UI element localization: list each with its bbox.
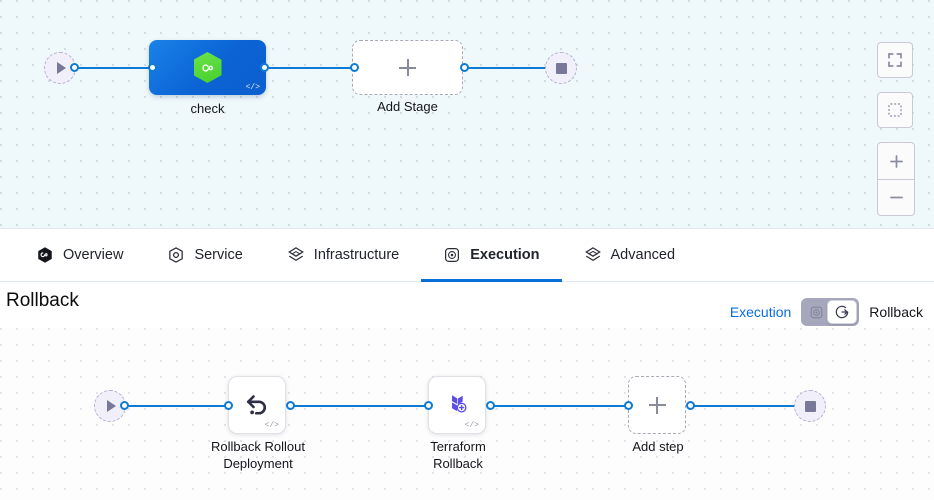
play-icon [107,400,116,412]
code-badge: </> [464,421,479,430]
tab-label: Overview [63,247,124,263]
play-icon [57,62,66,74]
tab-overview[interactable]: Overview [14,229,145,281]
tab-label: Infrastructure [313,247,400,263]
edge-step1-to-step2 [288,405,430,407]
toggle-knob[interactable] [827,300,858,324]
step-node-rollback-rollout-deployment[interactable]: </> [228,376,286,434]
rollback-steps-canvas[interactable]: </> Rollback Rollout Deployment </> [0,328,934,500]
tab-service[interactable]: Service [145,229,264,281]
toggle-switch[interactable] [801,298,860,326]
zoom-controls [877,142,915,216]
tab-label: Advanced [610,247,676,263]
tab-execution[interactable]: Execution [421,229,562,282]
rollback-panel: Rollback Execution [0,282,934,500]
code-badge: </> [245,83,260,92]
page-title: Rollback [6,290,79,311]
step-node-terraform-rollback[interactable]: </> [428,376,486,434]
advanced-layers-icon [584,246,602,264]
tab-label: Execution [470,247,540,263]
terraform-icon [452,395,467,413]
add-stage-button[interactable] [352,40,463,95]
add-stage-label: Add Stage [377,99,438,114]
edge-start-to-step1 [122,405,228,407]
infinity-glyph [201,63,213,72]
harness-filled-hexagon-icon [36,246,54,264]
toggle-label-rollback[interactable]: Rollback [869,304,923,320]
pipeline-tabbar: Overview Service Infrastructure [0,228,934,282]
port-start-out [70,63,79,72]
tab-infrastructure[interactable]: Infrastructure [265,229,421,281]
code-badge: </> [264,421,279,430]
edge-addstep-to-end [688,405,806,407]
stage-label-check: check [190,101,225,116]
edge-addstage-to-end [464,67,556,69]
add-step-label: Add step [632,439,684,454]
harness-hexagon-icon [193,52,222,83]
marquee-select-icon [888,103,902,117]
stop-icon [555,62,567,74]
edge-step2-to-addstep [488,405,630,407]
execution-rollback-toggle: Execution Rollback [730,298,923,326]
rollback-arrow-icon [246,395,267,415]
fullscreen-icon [888,53,902,67]
plus-icon [648,396,666,414]
port-rollback-start-out [120,401,129,410]
edge-start-to-check [72,67,154,69]
port-check-out [260,63,269,72]
step-label-terraform-rollback: Terraform Rollback [430,439,486,471]
port-addstep-in [624,401,633,410]
add-step-button[interactable] [628,376,686,434]
port-step2-in [424,401,433,410]
zoom-out-button[interactable] [878,179,914,215]
tab-advanced[interactable]: Advanced [562,229,698,281]
stage-canvas[interactable]: </> check Add Stage [0,0,934,228]
rollback-end-node[interactable] [794,390,826,422]
port-addstage-in [350,63,359,72]
select-area-button[interactable] [877,92,913,128]
edge-check-to-addstage [268,67,354,69]
port-addstage-out [460,63,469,72]
infrastructure-layers-icon [287,246,305,264]
tab-label: Service [194,247,243,263]
execution-circles-icon [803,300,829,324]
fit-to-screen-button[interactable] [877,42,913,78]
port-step1-in [224,401,233,410]
stop-icon [804,400,816,412]
port-step1-out [286,401,295,410]
port-step2-out [486,401,495,410]
plus-icon [889,154,903,168]
zoom-in-button[interactable] [878,143,914,179]
toggle-label-execution[interactable]: Execution [729,304,792,320]
step-label-rollback-rollout-deployment: Rollback Rollout Deployment [211,439,305,471]
port-addstep-out [686,401,695,410]
execution-circles-icon [443,246,461,264]
minus-icon [889,196,903,199]
pipeline-end-node[interactable] [545,52,577,84]
service-hexagon-icon [167,246,185,264]
rollback-arrow-circle-icon [836,305,849,319]
plus-icon [399,59,416,76]
stage-node-check[interactable]: </> [149,40,266,95]
canvas-controls [877,42,915,216]
port-check-in [148,63,157,72]
